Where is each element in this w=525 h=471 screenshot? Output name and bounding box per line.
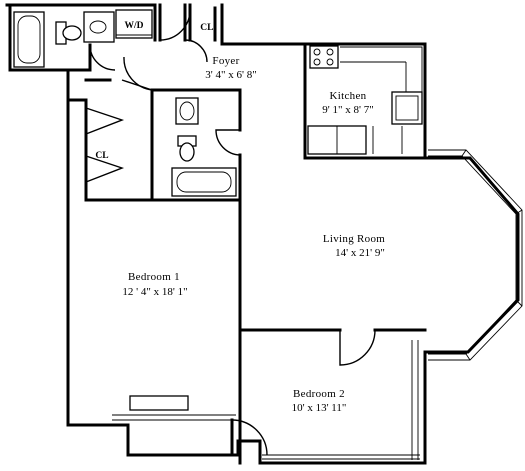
exterior-walls [5,3,520,465]
closet-top-label: CL. [200,23,216,33]
door-closet-top [184,39,208,63]
sink-2 [175,97,199,125]
refrigerator [391,91,423,125]
wd-label: W/D [125,21,144,31]
toilet-1 [55,21,82,45]
stove [309,45,339,69]
door-bath2 [215,129,241,156]
bedroom1-name: Bedroom 1 [128,271,180,283]
kitchen-counter [307,46,423,155]
bathtub-1 [13,11,45,68]
washer-dryer [115,9,153,39]
door-bedroom2 [339,329,376,366]
foyer-name: Foyer [212,55,239,67]
door-entry [159,9,191,41]
door-closet-left [85,107,125,183]
foyer-dims: 3' 4" x 6' 8" [205,69,256,81]
bedroom1-dims: 12 ' 4" x 18' 1" [122,286,187,298]
door-bath1 [89,44,116,71]
bedroom2-windows [262,340,420,460]
kitchen-name: Kitchen [330,90,367,102]
bedroom2-name: Bedroom 2 [293,388,345,400]
bay-window [428,149,523,361]
closet-left-label: CL [95,151,108,161]
bathtub-2 [171,167,237,197]
bedroom1-window [112,395,236,421]
living-room-name: Living Room [323,233,385,245]
living-room-dims: 14' x 21' 9" [335,247,385,259]
sink-1 [83,11,115,43]
kitchen-dims: 9' 1" x 8' 7" [322,104,373,116]
interior-walls [8,42,427,465]
door-bedroom2-closet [230,418,268,457]
bedroom2-dims: 10' x 13' 11" [292,402,347,414]
toilet-2 [177,135,197,162]
door-bedroom1 [121,56,153,91]
